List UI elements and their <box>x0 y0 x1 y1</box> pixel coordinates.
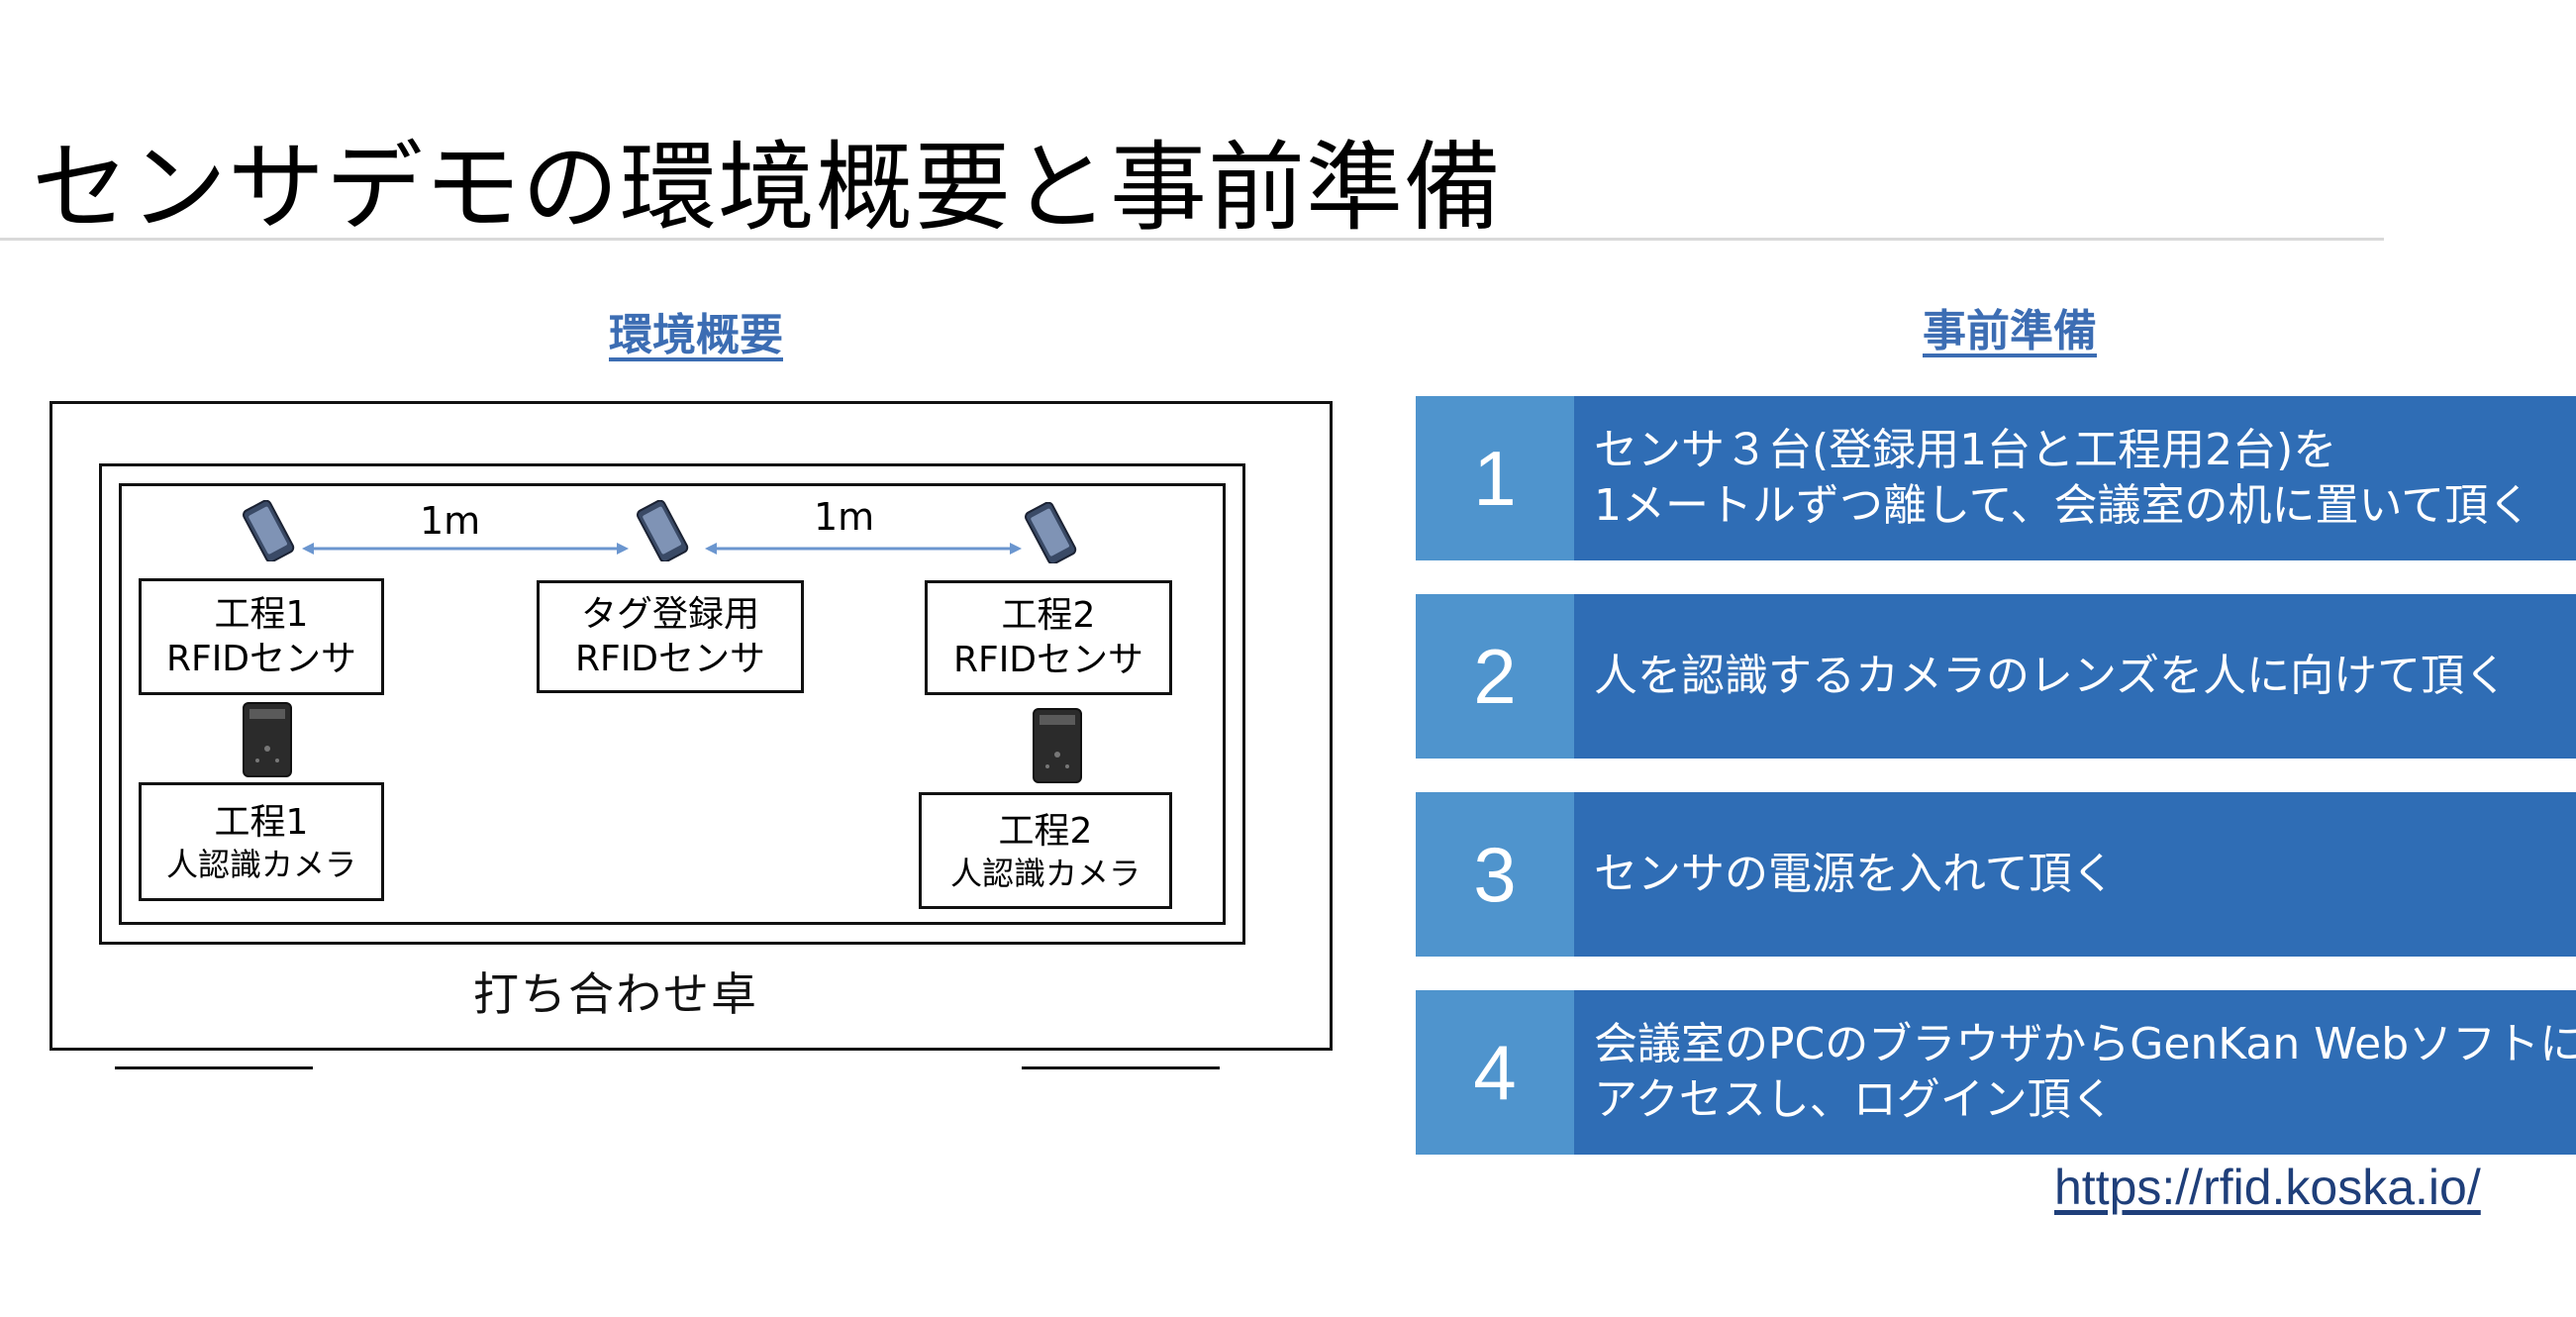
title-divider <box>0 238 2384 241</box>
camera-box-process2: 工程2 人認識カメラ <box>919 792 1172 909</box>
distance-label-left: 1m <box>420 499 481 543</box>
sensor-box-process1: 工程1 RFIDセンサ <box>139 578 384 695</box>
door-mark-left <box>115 1066 313 1069</box>
meeting-table-inner <box>119 483 1226 925</box>
sensor-box-registration: タグ登録用 RFIDセンサ <box>537 580 804 693</box>
camera-box-label: 人認識カメラ <box>165 845 356 883</box>
distance-arrow-left <box>302 543 629 555</box>
step-text-1: センサ３台(登録用1台と工程用2台)を 1メートルずつ離して、会議室の机に置いて… <box>1574 396 2576 560</box>
page-title: センサデモの環境概要と事前準備 <box>32 132 1503 245</box>
sensor-box-label: タグ登録用 <box>580 594 759 635</box>
step-number-1: 1 <box>1416 396 1574 560</box>
distance-arrow-right <box>705 543 1022 555</box>
meeting-table-outer <box>99 463 1245 945</box>
room-outline <box>50 401 1333 1051</box>
sensor-box-label: 工程2 <box>1001 595 1096 636</box>
camera-box-process1: 工程1 人認識カメラ <box>139 782 384 901</box>
rfid-sensor-icon-center <box>637 500 689 561</box>
rfid-sensor-icon-right <box>1025 502 1077 563</box>
camera-icon-right <box>1033 708 1082 783</box>
table-label: 打ち合わせ卓 <box>473 967 758 1021</box>
overview-heading: 環境概要 <box>609 310 783 360</box>
step-line: 1メートルずつ離して、会議室の机に置いて頂く <box>1594 480 2532 531</box>
step-line: アクセスし、ログイン頂く <box>1594 1074 2115 1125</box>
step-number-3: 3 <box>1416 792 1574 957</box>
sensor-box-label: 工程1 <box>214 594 309 635</box>
step-text-3: センサの電源を入れて頂く <box>1574 792 2576 957</box>
rfid-sensor-icon-left <box>243 500 295 561</box>
sensor-box-label: RFIDセンサ <box>574 639 766 679</box>
sensor-box-process2: 工程2 RFIDセンサ <box>925 580 1172 695</box>
prep-heading: 事前準備 <box>1923 306 2097 356</box>
camera-box-label: 人認識カメラ <box>949 854 1140 892</box>
distance-label-right: 1m <box>814 495 875 539</box>
step-line: 会議室のPCのブラウザからGenKan Webソフトに <box>1594 1018 2576 1069</box>
step-line: センサ３台(登録用1台と工程用2台)を <box>1594 424 2337 475</box>
step-number-4: 4 <box>1416 990 1574 1155</box>
step-number-2: 2 <box>1416 594 1574 759</box>
camera-box-label: 工程1 <box>214 801 309 843</box>
door-mark-right <box>1022 1066 1220 1069</box>
step-line: センサの電源を入れて頂く <box>1594 848 2116 899</box>
sensor-box-label: RFIDセンサ <box>165 639 357 679</box>
step-text-2: 人を認識するカメラのレンズを人に向けて頂く <box>1574 594 2576 759</box>
step-line: 人を認識するカメラのレンズを人に向けて頂く <box>1594 650 2509 701</box>
sensor-box-label: RFIDセンサ <box>952 640 1144 680</box>
step-text-4: 会議室のPCのブラウザからGenKan Webソフトに アクセスし、ログイン頂く <box>1574 990 2576 1155</box>
rfid-url-link[interactable]: https://rfid.koska.io/ <box>2054 1160 2481 1215</box>
camera-box-label: 工程2 <box>998 810 1093 852</box>
camera-icon-left <box>243 702 292 777</box>
